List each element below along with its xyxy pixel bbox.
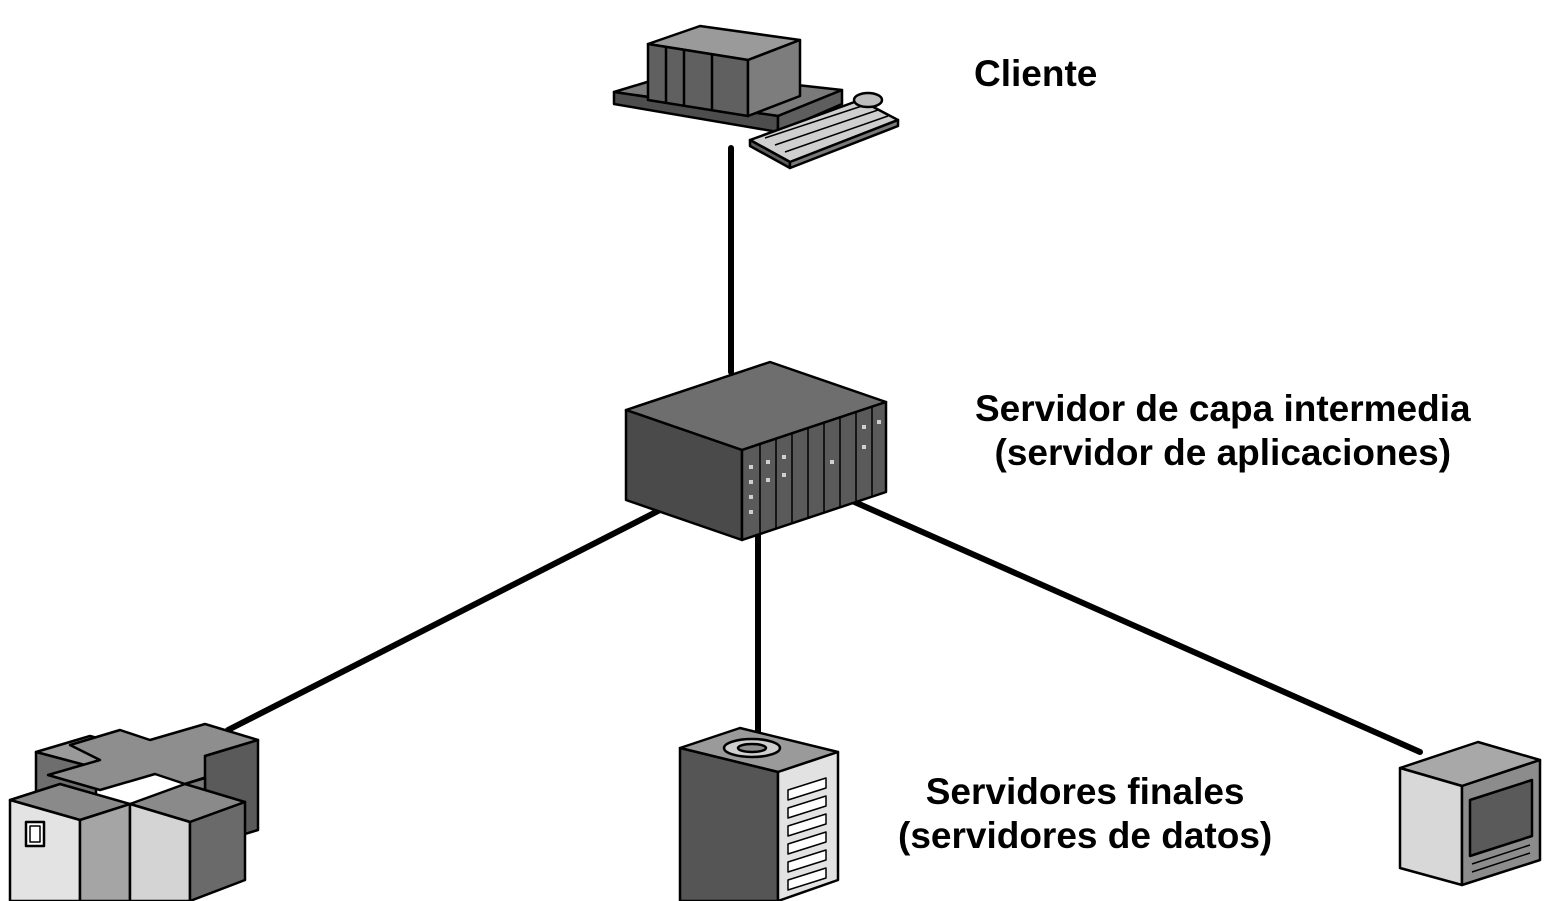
middle-tier-label: Servidor de capa intermedia (servidor de…: [975, 387, 1471, 475]
link-middle-right: [847, 497, 1423, 755]
tower-server-icon: [678, 726, 840, 901]
middle-tier-label-line2: (servidor de aplicaciones): [994, 432, 1452, 473]
link-middle-left: [225, 507, 663, 733]
connection-lines: [225, 145, 1423, 755]
cube-server-icon: [1398, 740, 1542, 887]
mainframe-cluster-icon: [8, 722, 260, 901]
backend-label-line2: (servidores de datos): [898, 815, 1273, 856]
backend-label-line1: Servidores finales: [925, 771, 1245, 812]
client-label-text: Cliente: [974, 53, 1098, 94]
rack-server-icon: [624, 360, 888, 542]
client-label: Cliente: [974, 52, 1097, 96]
desktop-computer-icon: [612, 24, 900, 170]
middle-tier-label-line1: Servidor de capa intermedia: [975, 388, 1471, 429]
backend-label: Servidores finales (servidores de datos): [898, 770, 1272, 858]
